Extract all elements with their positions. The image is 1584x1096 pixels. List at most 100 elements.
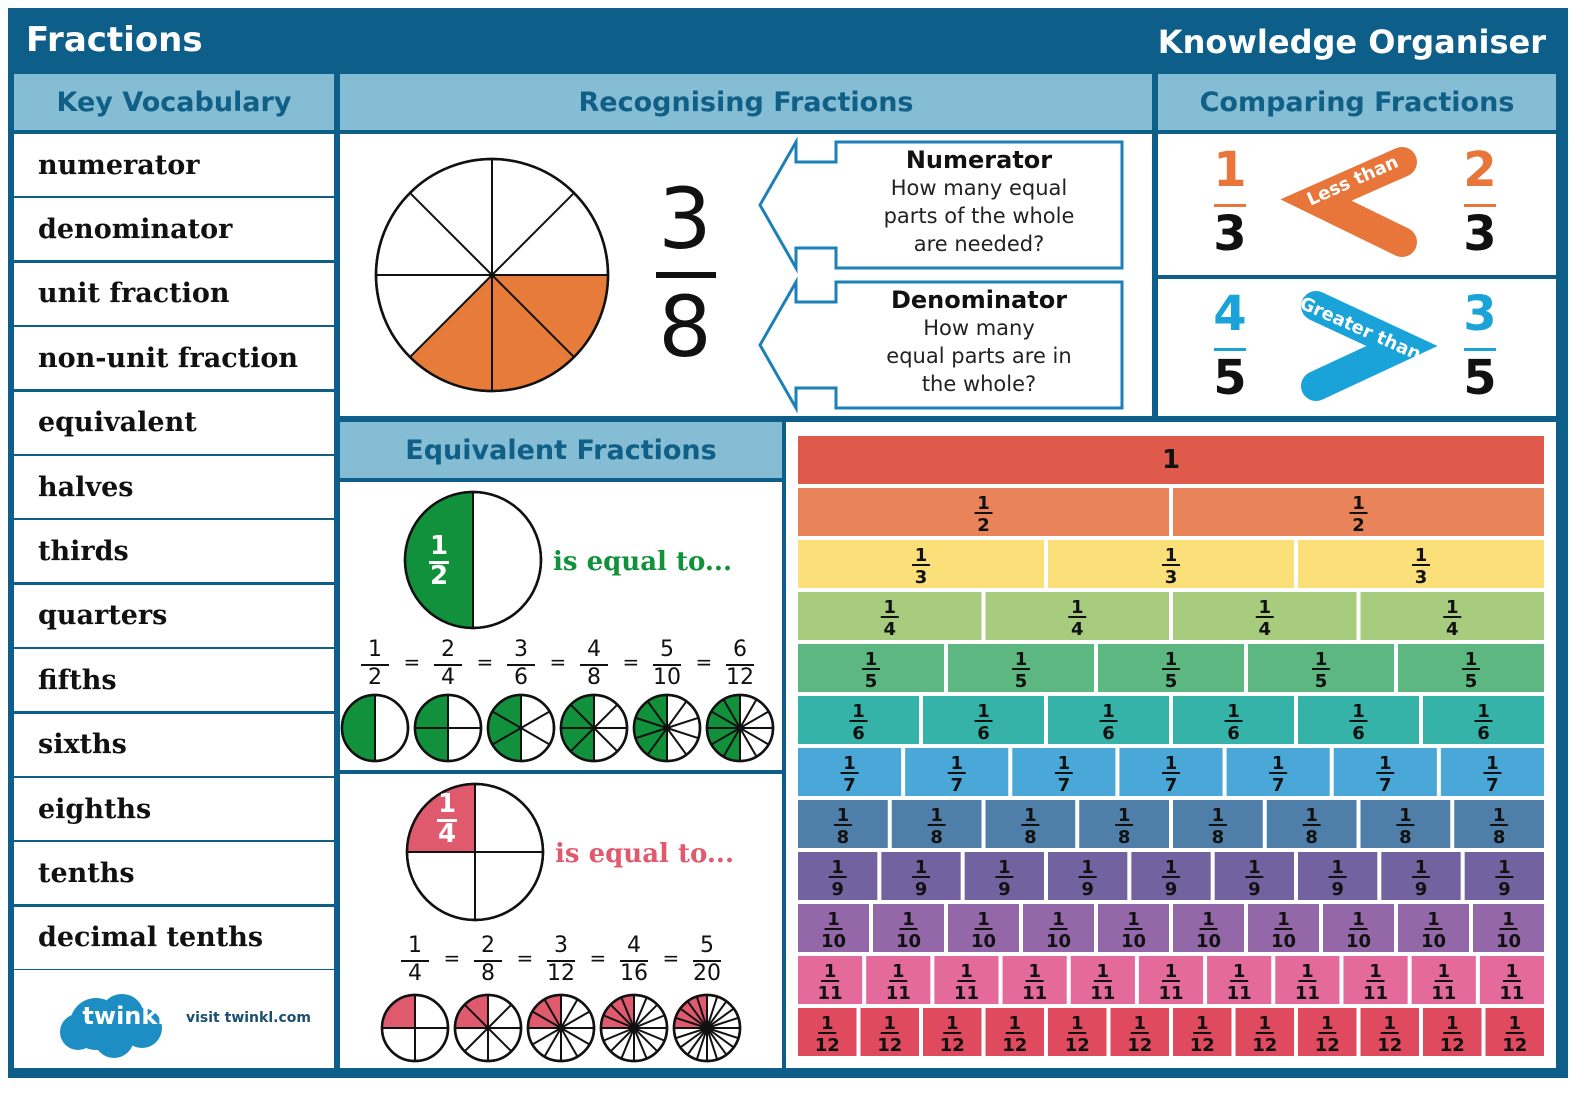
chain-denominator: 4 xyxy=(441,665,455,690)
chain-bar xyxy=(693,960,721,962)
equals-sign: = xyxy=(403,650,421,674)
equivalent-caption: is equal to... xyxy=(553,547,733,577)
equals-sign: = xyxy=(516,946,534,970)
pie-slice xyxy=(492,275,575,391)
compare-left-numerator: 4 xyxy=(1213,286,1247,342)
equivalent-heading: Equivalent Fractions xyxy=(340,422,782,478)
compare-left-numerator: 1 xyxy=(1213,142,1247,198)
chain-bar xyxy=(653,664,681,666)
chain-denominator: 20 xyxy=(693,961,721,986)
denominator-callout-line: How many xyxy=(923,316,1035,340)
vocab-term: sixths xyxy=(14,713,334,776)
chain-denominator: 6 xyxy=(514,665,528,690)
numerator-callout-line: parts of the whole xyxy=(883,204,1075,228)
numerator-callout-title: Numerator xyxy=(905,146,1053,174)
recognising-panel: 3 8 Numerator How many equal parts of th… xyxy=(340,134,1152,416)
chain-denominator: 2 xyxy=(368,665,382,690)
fraction-bar xyxy=(656,272,716,278)
vocab-term: quarters xyxy=(14,584,334,647)
chain-numerator: 4 xyxy=(587,637,601,662)
unit-fraction-denominator: 4 xyxy=(437,819,457,849)
unit-fraction-numerator: 1 xyxy=(429,531,449,561)
numerator-callout-line: How many equal xyxy=(890,176,1068,200)
denominator-callout: Denominator How many equal parts are in … xyxy=(836,286,1122,398)
compare-left-bar xyxy=(1214,348,1246,351)
equals-sign: = xyxy=(549,650,567,674)
pie-slice xyxy=(409,275,492,391)
twinkl-logo-icon[interactable] xyxy=(14,970,334,1068)
equals-sign: = xyxy=(476,650,494,674)
chain-bar xyxy=(361,664,389,666)
vocab-term: non-unit fraction xyxy=(14,327,334,390)
chain-numerator: 4 xyxy=(627,933,641,958)
compare-right-denominator: 3 xyxy=(1463,206,1497,262)
logo-brand: twinkl xyxy=(82,1002,166,1030)
chain-numerator: 5 xyxy=(660,637,674,662)
fraction-numerator: 3 xyxy=(658,170,712,268)
compare-left-denominator: 3 xyxy=(1213,206,1247,262)
denominator-callout-line: the whole? xyxy=(921,372,1037,396)
logo-panel: twinkl visit twinkl.com xyxy=(14,970,334,1068)
chain-bar xyxy=(401,960,429,962)
vocab-term: tenths xyxy=(14,842,334,905)
chain-bar xyxy=(474,960,502,962)
compare-right-numerator: 2 xyxy=(1463,142,1497,198)
chain-numerator: 2 xyxy=(481,933,495,958)
denominator-callout-line: equal parts are in xyxy=(886,344,1072,368)
chain-denominator: 12 xyxy=(547,961,575,986)
chain-numerator: 5 xyxy=(700,933,714,958)
comparing-heading: Comparing Fractions xyxy=(1158,74,1556,130)
equals-sign: = xyxy=(443,946,461,970)
chain-bar xyxy=(726,664,754,666)
denominator-callout-title: Denominator xyxy=(890,286,1068,314)
equivalent-quarters-panel xyxy=(340,774,782,1068)
page-subtitle: Knowledge Organiser xyxy=(1157,23,1546,61)
chain-numerator: 1 xyxy=(368,637,382,662)
fraction-denominator: 8 xyxy=(658,278,712,376)
compare-right-numerator: 3 xyxy=(1463,286,1497,342)
chain-numerator: 6 xyxy=(733,637,747,662)
vocab-term: halves xyxy=(14,456,334,518)
chain-denominator: 4 xyxy=(408,961,422,986)
chain-denominator: 12 xyxy=(726,665,754,690)
vocabulary-heading: Key Vocabulary xyxy=(14,74,334,130)
logo-tagline[interactable]: visit twinkl.com xyxy=(186,1010,311,1026)
equals-sign: = xyxy=(622,650,640,674)
chain-bar xyxy=(434,664,462,666)
pie-slice xyxy=(492,275,608,358)
chain-numerator: 2 xyxy=(441,637,455,662)
compare-right-bar xyxy=(1464,204,1496,207)
compare-left-bar xyxy=(1214,204,1246,207)
vocab-term: fifths xyxy=(14,649,334,712)
compare-left-denominator: 5 xyxy=(1213,350,1247,406)
chain-denominator: 8 xyxy=(587,665,601,690)
eighths-pie xyxy=(374,157,610,393)
vocab-term: unit fraction xyxy=(14,262,334,325)
unit-fraction-bar xyxy=(437,819,457,822)
chain-numerator: 1 xyxy=(408,933,422,958)
compare-right-denominator: 5 xyxy=(1463,350,1497,406)
chain-denominator: 10 xyxy=(653,665,681,690)
chain-bar xyxy=(547,960,575,962)
vocab-term: equivalent xyxy=(14,391,334,454)
unit-fraction-numerator: 1 xyxy=(437,789,457,819)
numerator-callout-line: are needed? xyxy=(913,232,1045,256)
vocab-term: decimal tenths xyxy=(14,906,334,969)
chain-denominator: 8 xyxy=(481,961,495,986)
equivalent-halves-panel xyxy=(340,482,782,770)
compare-right-bar xyxy=(1464,348,1496,351)
chain-bar xyxy=(580,664,608,666)
equals-sign: = xyxy=(695,650,713,674)
chain-denominator: 16 xyxy=(620,961,648,986)
numerator-callout: Numerator How many equal parts of the wh… xyxy=(836,146,1122,258)
unit-fraction-bar xyxy=(429,561,449,564)
chain-numerator: 3 xyxy=(554,933,568,958)
page-title: Fractions xyxy=(26,20,203,60)
equals-sign: = xyxy=(662,946,680,970)
chain-bar xyxy=(507,664,535,666)
chain-bar xyxy=(620,960,648,962)
chain-numerator: 3 xyxy=(514,637,528,662)
equals-sign: = xyxy=(589,946,607,970)
equivalent-caption: is equal to... xyxy=(555,839,735,869)
